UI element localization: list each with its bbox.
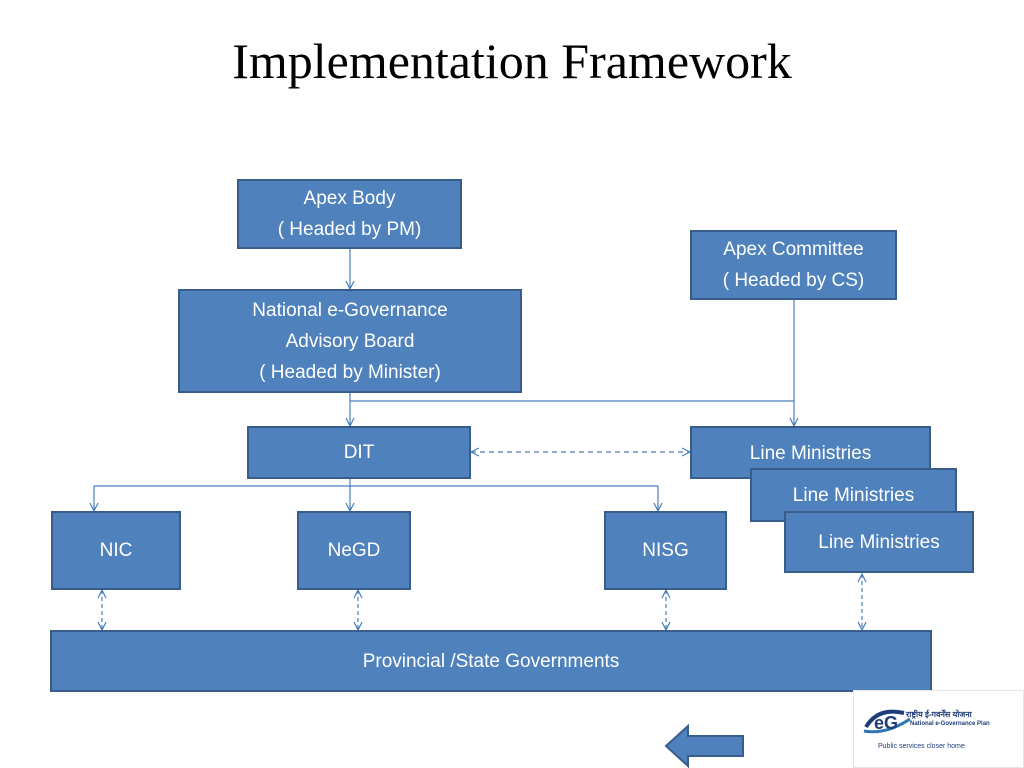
apex-committee-line-2: ( Headed by CS) bbox=[722, 270, 865, 291]
advisory-board-line-1: National e-Governance bbox=[252, 299, 448, 321]
dit-box: DIT bbox=[247, 426, 471, 479]
logo-tagline: Public services closer home bbox=[878, 743, 965, 750]
nisg-label: NISG bbox=[642, 540, 689, 561]
advisory-board-box: National e-Governance Advisory Board ( H… bbox=[178, 289, 522, 393]
logo-english-text: National e-Governance Plan bbox=[910, 721, 990, 727]
line-ministries-label-1: Line Ministries bbox=[749, 443, 872, 464]
nic-label: NIC bbox=[99, 540, 133, 561]
state-governments-box: Provincial /State Governments bbox=[50, 630, 932, 692]
advisory-board-line-2: Advisory Board bbox=[285, 330, 415, 352]
line-ministries-label-3: Line Ministries bbox=[818, 532, 940, 553]
left-arrow-icon bbox=[664, 724, 744, 768]
apex-committee-line-1: Apex Committee bbox=[723, 239, 864, 260]
state-governments-label: Provincial /State Governments bbox=[362, 650, 620, 672]
line-ministries-box-3: Line Ministries bbox=[784, 511, 974, 573]
svg-text:eG: eG bbox=[874, 713, 898, 733]
nisg-box: NISG bbox=[604, 511, 727, 590]
back-arrow-button[interactable] bbox=[664, 724, 746, 768]
advisory-board-line-3: ( Headed by Minister) bbox=[259, 361, 441, 383]
nic-box: NIC bbox=[51, 511, 181, 590]
egov-emblem-icon: eG bbox=[863, 709, 911, 734]
negd-box: NeGD bbox=[297, 511, 411, 590]
slide-title: Implementation Framework bbox=[232, 33, 792, 89]
line-ministries-label-2: Line Ministries bbox=[792, 485, 915, 506]
negd-label: NeGD bbox=[327, 540, 381, 561]
dit-label: DIT bbox=[343, 442, 375, 463]
apex-body-line-1: Apex Body bbox=[303, 188, 396, 209]
negp-logo: eG राष्ट्रीय ई-गवर्नेंस योजना National e… bbox=[853, 690, 1024, 768]
apex-body-box: Apex Body ( Headed by PM) bbox=[237, 179, 462, 249]
apex-body-line-2: ( Headed by PM) bbox=[277, 219, 422, 240]
apex-committee-box: Apex Committee ( Headed by CS) bbox=[690, 230, 897, 300]
logo-hindi-text: राष्ट्रीय ई-गवर्नेंस योजना bbox=[906, 710, 972, 719]
